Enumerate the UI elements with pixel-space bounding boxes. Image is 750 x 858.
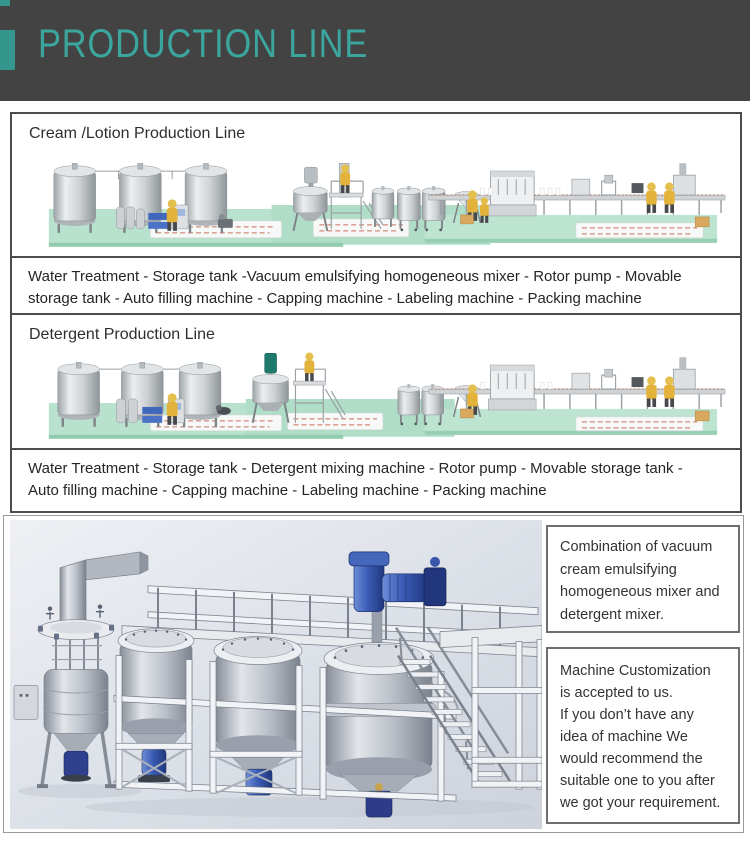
rotor-pump	[215, 404, 231, 415]
detergent-line-description: Water Treatment - Storage tank - Deterge…	[28, 460, 683, 499]
printer	[631, 183, 644, 194]
cross-braces	[121, 748, 297, 795]
rotor-pump	[217, 213, 233, 228]
mixing-tank-middle	[213, 636, 303, 796]
water-treatment-unit	[116, 204, 189, 230]
accent-square-top	[0, 0, 10, 6]
combination-machine-illustration	[10, 520, 542, 829]
detergent-mixing-machine	[251, 352, 346, 424]
cream-line-description-box: Water Treatment - Storage tank -Vacuum e…	[10, 258, 742, 315]
cartons	[460, 408, 710, 422]
header: PRODUCTION LINE	[0, 0, 750, 101]
vacuum-emulsifying-mixer	[13, 551, 149, 789]
mixing-tank-left	[117, 628, 195, 783]
customization-note-box: Machine Customization is accepted to us.…	[546, 647, 740, 824]
movable-storage-tanks	[396, 185, 447, 232]
bottles	[480, 187, 561, 196]
detergent-line-description-box: Water Treatment - Storage tank - Deterge…	[10, 450, 742, 513]
cream-line-illustration	[48, 162, 726, 247]
auto-filling-machine	[488, 170, 537, 217]
detergent-line-section: Detergent Production Line	[10, 315, 742, 450]
customization-note-text: Machine Customization is accepted to us.…	[560, 663, 721, 811]
packing-machine	[672, 163, 696, 196]
cream-line-section: Cream /Lotion Production Line	[10, 112, 742, 258]
auto-filling-machine	[488, 364, 537, 411]
support-frames	[113, 655, 457, 802]
combination-section: Combination of vacuum cream emulsifying …	[3, 515, 744, 833]
detergent-line-illustration	[48, 352, 726, 439]
detergent-line-title: Detergent Production Line	[29, 326, 215, 343]
movable-storage-tanks	[396, 383, 445, 426]
cream-line-description: Water Treatment - Storage tank -Vacuum e…	[28, 268, 682, 307]
labeling-machine	[601, 368, 617, 390]
packing-machine	[672, 357, 696, 390]
combination-note-text: Combination of vacuum cream emulsifying …	[560, 539, 720, 623]
accent-square	[0, 30, 15, 70]
staircase	[394, 625, 542, 790]
bottles	[480, 381, 553, 390]
capping-machine	[571, 372, 591, 390]
cartons	[460, 214, 710, 228]
page-title: PRODUCTION LINE	[38, 22, 369, 66]
labeling-machine	[601, 174, 617, 196]
vacuum-emulsifying-mixer	[292, 162, 384, 232]
capping-machine	[571, 178, 591, 196]
cream-line-title: Cream /Lotion Production Line	[29, 125, 246, 142]
combination-note-box: Combination of vacuum cream emulsifying …	[546, 525, 740, 633]
printer	[631, 377, 644, 388]
storage-tanks	[56, 361, 223, 429]
